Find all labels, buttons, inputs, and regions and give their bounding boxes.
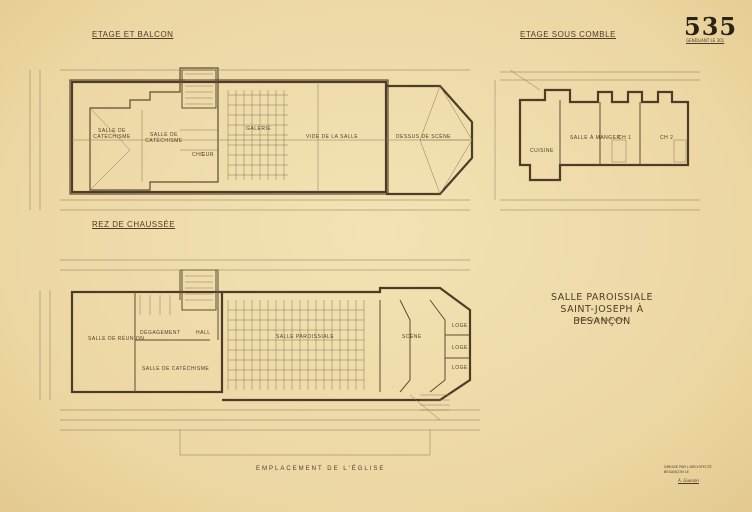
title-line-2: SAINT-JOSEPH À BESANÇON: [560, 304, 644, 327]
sheet-number-caption: GENDLIANT LE 301: [686, 38, 725, 43]
room-label: SALLE DE RÉUNION: [88, 336, 145, 342]
room-label: CUISINE: [530, 148, 554, 154]
room-label: LOGE: [452, 345, 468, 351]
sheet-number: 535: [684, 12, 738, 41]
room-label: SALLE À MANGER: [570, 135, 621, 141]
room-label: CH 1: [618, 135, 632, 141]
room-label: SALLE DE CATÉCHISME: [145, 132, 183, 144]
drawing-title: SALLE PAROISSIALE SAINT-JOSEPH À BESANÇO…: [548, 292, 656, 328]
room-label: SCÈNE: [402, 334, 422, 340]
upper-floor-plan: [29, 67, 474, 211]
ground-plan-heading: REZ DE CHAUSSÉE: [92, 220, 176, 229]
room-label: SALLE DE CATÉCHISME: [142, 366, 210, 372]
note-line-2: BESANÇON LE: [664, 470, 690, 474]
room-label: CHŒUR: [192, 152, 214, 158]
note-line-1: DRESSÉ PAR L'ARCHITECTE: [664, 465, 712, 469]
room-label: HALL: [196, 330, 211, 336]
room-label: GALERIE: [246, 126, 272, 132]
attic-plan-heading: ETAGE SOUS COMBLE: [520, 30, 616, 39]
room-label: SALLE PAROISSIALE: [276, 334, 335, 340]
room-label: LOGE: [452, 365, 468, 371]
room-label: CH 2: [660, 135, 674, 141]
room-label: VIDE DE LA SALLE: [306, 134, 359, 140]
room-label: DESSUS DE SCÈNE: [396, 134, 452, 140]
attic-floor-plan: [494, 69, 700, 211]
signature: A. Guenon: [678, 478, 699, 483]
scale-note: ÉCHELLE DE 0.01 P. MÈTRE: [578, 318, 626, 322]
architect-note: DRESSÉ PAR L'ARCHITECTE BESANÇON LE: [664, 465, 712, 475]
room-label: SALLE DE CATÉCHISME: [93, 128, 131, 140]
room-label: LOGE: [452, 323, 468, 329]
church-location-label: EMPLACEMENT DE L'ÉGLISE: [256, 466, 386, 472]
upper-plan-heading: ETAGE ET BALCON: [92, 30, 174, 39]
room-label: DÉGAGEMENT: [140, 330, 181, 336]
title-line-1: SALLE PAROISSIALE: [551, 292, 653, 303]
ground-floor-plan: [39, 259, 480, 456]
